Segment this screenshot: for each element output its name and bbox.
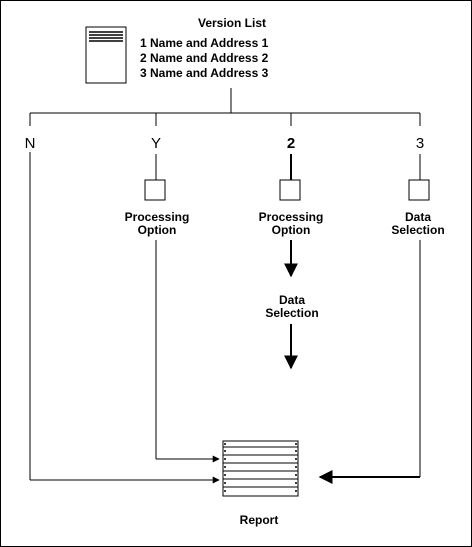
- version-list-item-3: 3 Name and Address 3: [140, 66, 269, 80]
- y-processing-option-label: Processing Option: [124, 210, 190, 237]
- version-list-title: Version List: [197, 16, 267, 30]
- report-label: Report: [239, 513, 279, 527]
- version-list-item-1: 1 Name and Address 1: [140, 36, 269, 50]
- step-box-icon: [408, 179, 430, 201]
- branch-label-n: N: [24, 135, 36, 152]
- branch-label-y: Y: [150, 135, 162, 152]
- version-list-item-2: 2 Name and Address 2: [140, 51, 269, 65]
- report-icon: [222, 440, 299, 497]
- path-n: [29, 152, 220, 484]
- path-y: [144, 154, 220, 463]
- branch-label-2: 2: [286, 135, 296, 152]
- step-box-icon: [144, 179, 166, 201]
- path-2: [279, 154, 301, 370]
- two-processing-option-label: Processing Option: [258, 210, 324, 237]
- branch-label-3: 3: [415, 135, 425, 152]
- step-box-icon: [279, 179, 301, 201]
- branch-connector: [29, 88, 421, 126]
- path-3: [318, 154, 430, 484]
- document-icon: [85, 26, 127, 84]
- three-data-selection-label: Data Selection: [391, 210, 445, 237]
- two-data-selection-label: Data Selection: [265, 293, 319, 320]
